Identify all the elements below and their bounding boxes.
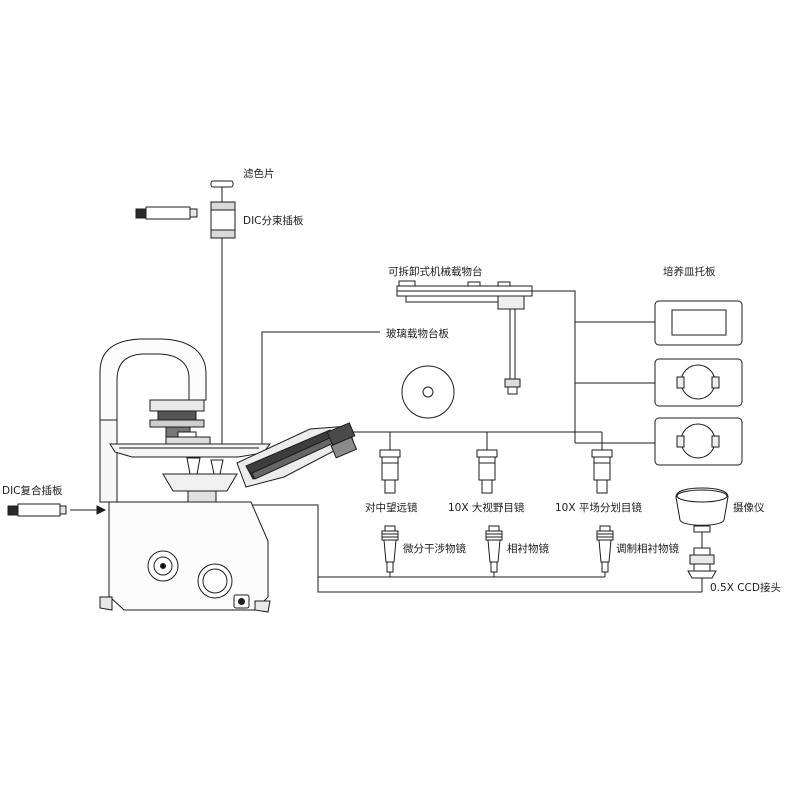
stage-handle-knob-lower [507, 386, 518, 395]
dic-slider-rod-icon [145, 206, 191, 220]
inverted-microscope-icon [99, 338, 358, 613]
modulation-contrast-objective-icon [596, 525, 614, 573]
focus-knob-center [160, 563, 166, 569]
label-glass-stage-plate: 玻璃载物台板 [386, 327, 449, 340]
glass-plate-hole [422, 386, 434, 398]
focus-knob-inner [153, 556, 173, 576]
eyepieces [379, 449, 613, 494]
label-plan-divided-eyepiece: 10X 平场分划目镜 [555, 501, 642, 514]
objective-on-turret-1 [186, 457, 201, 475]
label-petri-dish-holder: 培养皿托板 [663, 265, 716, 278]
centering-telescope-icon [379, 449, 401, 494]
connector-petri-trunk [532, 290, 576, 443]
drum-knurl-top [210, 201, 236, 211]
holder-3-opening [680, 423, 716, 459]
holder-2-opening [680, 364, 716, 400]
objectives [381, 525, 614, 573]
dic-compound-slider-icon [7, 503, 107, 517]
camera-mount [693, 525, 711, 533]
stage-lower-rail [405, 295, 513, 303]
mechanical-stage-icon [396, 280, 533, 395]
label-wide-field-eyepiece: 10X 大视野目镜 [448, 501, 525, 514]
condenser-mid [157, 410, 197, 421]
photo-port-inner [202, 568, 228, 594]
holder-3-clip-right [711, 435, 720, 448]
stage-plate [109, 443, 272, 458]
lamp-arm [99, 338, 207, 421]
compound-slider-end [59, 505, 67, 515]
ccd-adapter-icon [687, 547, 717, 579]
objective-on-turret-2 [210, 459, 224, 475]
compound-slider-body [17, 503, 61, 517]
holder-1-opening [671, 309, 727, 336]
dic-slider-rod-end [189, 208, 198, 218]
adapter-top-ring [693, 547, 711, 556]
glass-stage-plate-icon [401, 365, 455, 419]
stage-handle-rod [509, 308, 516, 380]
label-modulation-contrast-objective: 调制相衬物镜 [616, 542, 679, 555]
stage-left-block [398, 280, 416, 287]
switch-dot [238, 598, 245, 605]
dic-slider-rod-tip [135, 208, 147, 219]
base-body [108, 501, 269, 611]
adapter-flange [687, 570, 717, 579]
label-centering-telescope: 对中望远镜 [365, 501, 418, 514]
plan-divided-eyepiece-icon [591, 449, 613, 494]
label-mechanical-stage: 可拆卸式机械载物台 [388, 265, 483, 278]
connector-eyepiece-bus [347, 431, 602, 443]
label-ccd-adapter: 0.5X CCD接头 [710, 581, 781, 594]
label-dic-compound-slider: DIC复合插板 [2, 484, 63, 497]
camera-body [675, 487, 729, 526]
phase-contrast-objective-icon [485, 525, 503, 573]
dic-beam-splitter-assembly [135, 180, 236, 239]
filter-disc-icon [210, 180, 234, 188]
foot-left [99, 596, 113, 611]
stage-clip-1 [467, 281, 481, 287]
arrow-right-icon [96, 505, 107, 515]
condenser-ring [149, 419, 205, 428]
petri-dish-holders [654, 300, 743, 466]
petri-dish-holder-1 [654, 300, 743, 346]
connector-stage-group [261, 331, 380, 445]
drum-knurl-bottom [210, 229, 236, 239]
specimen-holder [165, 436, 211, 445]
camera-icon [675, 487, 729, 533]
holder-2-clip-left [676, 376, 685, 389]
label-dic-objective: 微分干涉物镜 [403, 542, 466, 555]
turret-mount [187, 490, 217, 503]
eyepiece-sleeve-front [330, 436, 358, 459]
camera-top-rim [676, 489, 728, 503]
petri-dish-holder-2 [654, 358, 743, 407]
compound-slider-tip [7, 505, 19, 516]
specimen-slide [177, 431, 197, 438]
label-camera: 摄像仪 [733, 501, 765, 514]
adapter-mid-ring [689, 554, 715, 565]
holder-2-clip-right [711, 376, 720, 389]
wide-field-eyepiece-icon [476, 449, 498, 494]
connector-bottom-bus [252, 504, 702, 593]
pillar [99, 419, 118, 503]
condenser-top [149, 399, 205, 412]
stage-handle-knob-upper [504, 378, 521, 388]
stage-clip-2 [497, 281, 511, 287]
label-dic-beam-splitter: DIC分束插板 [243, 214, 304, 227]
dic-objective-icon [381, 525, 399, 573]
petri-dish-holder-3 [654, 417, 743, 466]
foot-right [254, 600, 271, 613]
label-filter: 滤色片 [243, 167, 275, 180]
holder-3-clip-left [676, 435, 685, 448]
stage-bracket [497, 295, 525, 310]
label-phase-contrast-objective: 相衬物镜 [507, 542, 549, 555]
nosepiece-turret [162, 473, 238, 492]
adapter-lower-ring [693, 563, 711, 572]
labels: 滤色片 DIC分束插板 可拆卸式机械载物台 玻璃载物台板 培养皿托板 DIC复合… [2, 167, 781, 594]
